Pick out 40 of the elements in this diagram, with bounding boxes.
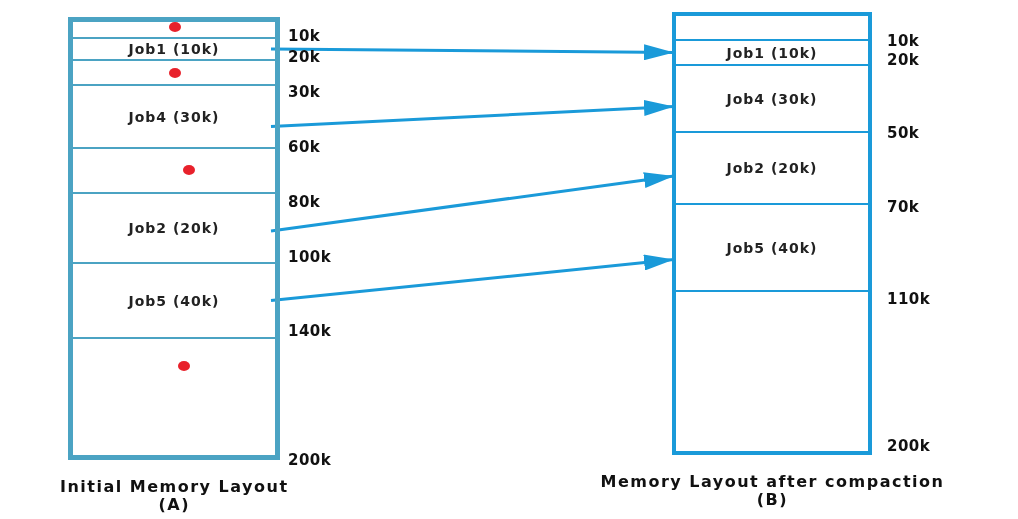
column-caption: Initial Memory Layout (A) [58,478,290,515]
job-segment [73,38,275,60]
job-label: Job1 (10k) [128,42,220,56]
address-label: 20k [887,53,920,68]
address-label: 10k [288,29,321,44]
memory-column [672,12,872,455]
job-segment [676,204,868,291]
arrow [270,100,675,128]
address-label: 80k [288,195,321,210]
address-label: 10k [887,34,920,49]
address-label: 70k [887,200,920,215]
address-label: 20k [288,50,321,65]
job-segment [73,263,275,338]
job-label: Job4 (30k) [128,109,220,124]
job-label: Job5 (40k) [726,240,818,255]
job-segment [73,85,275,148]
job-segment [73,193,275,263]
address-label: 30k [288,85,321,100]
column-caption: Memory Layout after compaction (B) [599,473,946,510]
arrow [270,172,675,233]
address-label: 110k [887,292,931,307]
job-label: Job2 (20k) [128,221,220,235]
address-label: 60k [288,140,321,155]
job-segment [676,65,868,132]
memory-column [68,17,280,460]
arrow [271,44,674,61]
free-segment [73,148,275,193]
address-label: 200k [288,453,332,468]
address-label: 50k [887,126,920,141]
arrow [270,254,675,302]
address-label: 100k [288,250,332,265]
free-segment [73,60,275,85]
job-label: Job1 (10k) [726,45,818,60]
address-label: 140k [288,324,332,339]
job-label: Job4 (30k) [726,91,818,106]
job-label: Job5 (40k) [128,293,220,308]
address-label: 200k [887,439,931,454]
job-segment [676,132,868,204]
job-segment [676,40,868,65]
job-label: Job2 (20k) [726,161,818,175]
